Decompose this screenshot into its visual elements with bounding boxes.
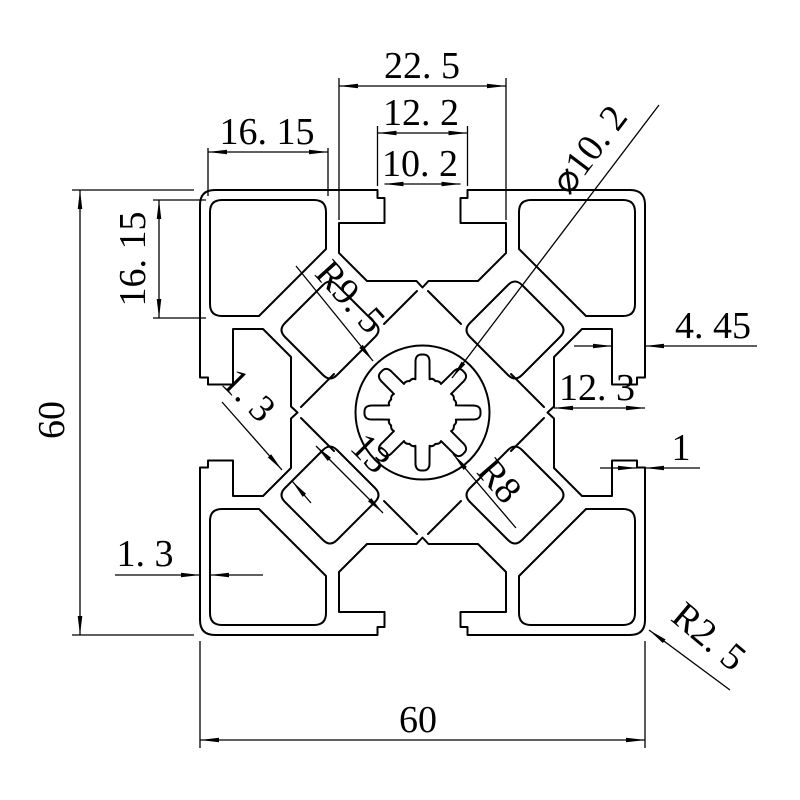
extrusion-profile: [199, 189, 646, 636]
dimension-slot-lip-depth: 4. 45: [574, 305, 757, 349]
dim-label-slot-opening-width: 10. 2: [382, 143, 458, 185]
web-line: [383, 290, 418, 325]
dimension-line: [291, 480, 312, 504]
web-line: [427, 290, 462, 325]
dimension-slot-cavity-width: 22. 5: [338, 45, 507, 220]
dimension-slot-depth: 12. 3: [554, 367, 645, 411]
dimension-outer-wall-thickness: 1. 3: [115, 533, 263, 578]
dimension-corner-radius: R2. 5: [648, 594, 754, 691]
dimension-overall-width: 60: [199, 641, 646, 748]
leader-line: [295, 265, 374, 362]
dim-label-center-bore-radius: R8: [469, 451, 530, 512]
dim-label-outer-wall-thickness: 1. 3: [117, 533, 174, 575]
corner-pocket-bottom-right: [518, 508, 636, 626]
dim-label-slot-depth: 12. 3: [559, 367, 635, 409]
diagonal-cavity-top-left: [280, 280, 380, 380]
dimension-slot-rebate-width: 12. 2: [376, 92, 469, 186]
dimension-overall-height: 60: [31, 189, 194, 636]
leader-line: [451, 104, 660, 379]
web-line: [383, 500, 418, 535]
diagonal-cavity-top-right: [465, 280, 565, 380]
leader-line: [648, 629, 731, 691]
leader-line: [452, 453, 517, 529]
dimension-corner-pocket-width: 16. 15: [207, 111, 329, 196]
corner-pocket-bottom-left: [209, 508, 327, 626]
dim-label-overall-width: 60: [399, 699, 437, 741]
dim-label-corner-pocket-height: 16. 15: [112, 212, 154, 307]
web-line: [510, 373, 545, 408]
corner-pocket-top-left: [209, 199, 327, 317]
dimension-center-bore-radius: R8: [452, 451, 530, 529]
dim-label-diagonal-wall-thickness: 1. 3: [213, 361, 283, 431]
dim-label-center-bore-diameter: ⌀10. 2: [543, 98, 636, 202]
dim-label-slot-cavity-width: 22. 5: [384, 45, 460, 87]
diagonal-cavity-bottom-right: [465, 445, 565, 545]
web-line: [510, 417, 545, 452]
dimension-corner-pocket-height: 16. 15: [112, 199, 206, 319]
web-line: [300, 373, 335, 408]
dim-label-lip-step: 1: [672, 427, 691, 469]
dimension-diagonal-wall-thickness: 1. 3: [213, 361, 312, 504]
dimension-center-boss-radius: R9. 5: [295, 252, 393, 362]
web-line: [300, 417, 335, 452]
dimension-line: [221, 401, 283, 471]
dimension-lip-step: 1: [600, 427, 700, 471]
corner-pocket-top-right: [518, 199, 636, 317]
dimension-slot-opening-width: 10. 2: [382, 143, 461, 187]
dimension-center-bore-diameter: ⌀10. 2: [451, 98, 660, 379]
dim-label-corner-pocket-width: 16. 15: [220, 111, 315, 153]
web-wall-lines: [300, 290, 545, 535]
dim-label-center-boss-radius: R9. 5: [307, 252, 393, 341]
dim-label-slot-lip-depth: 4. 45: [675, 305, 751, 347]
center-boss-circle: [354, 344, 491, 481]
dim-label-corner-radius: R2. 5: [664, 594, 754, 679]
dim-label-slot-rebate-width: 12. 2: [383, 92, 459, 134]
dim-label-overall-height: 60: [31, 401, 73, 439]
dimension-line: [315, 445, 384, 514]
profile-outer-boundary: [199, 189, 646, 636]
web-line: [427, 500, 462, 535]
